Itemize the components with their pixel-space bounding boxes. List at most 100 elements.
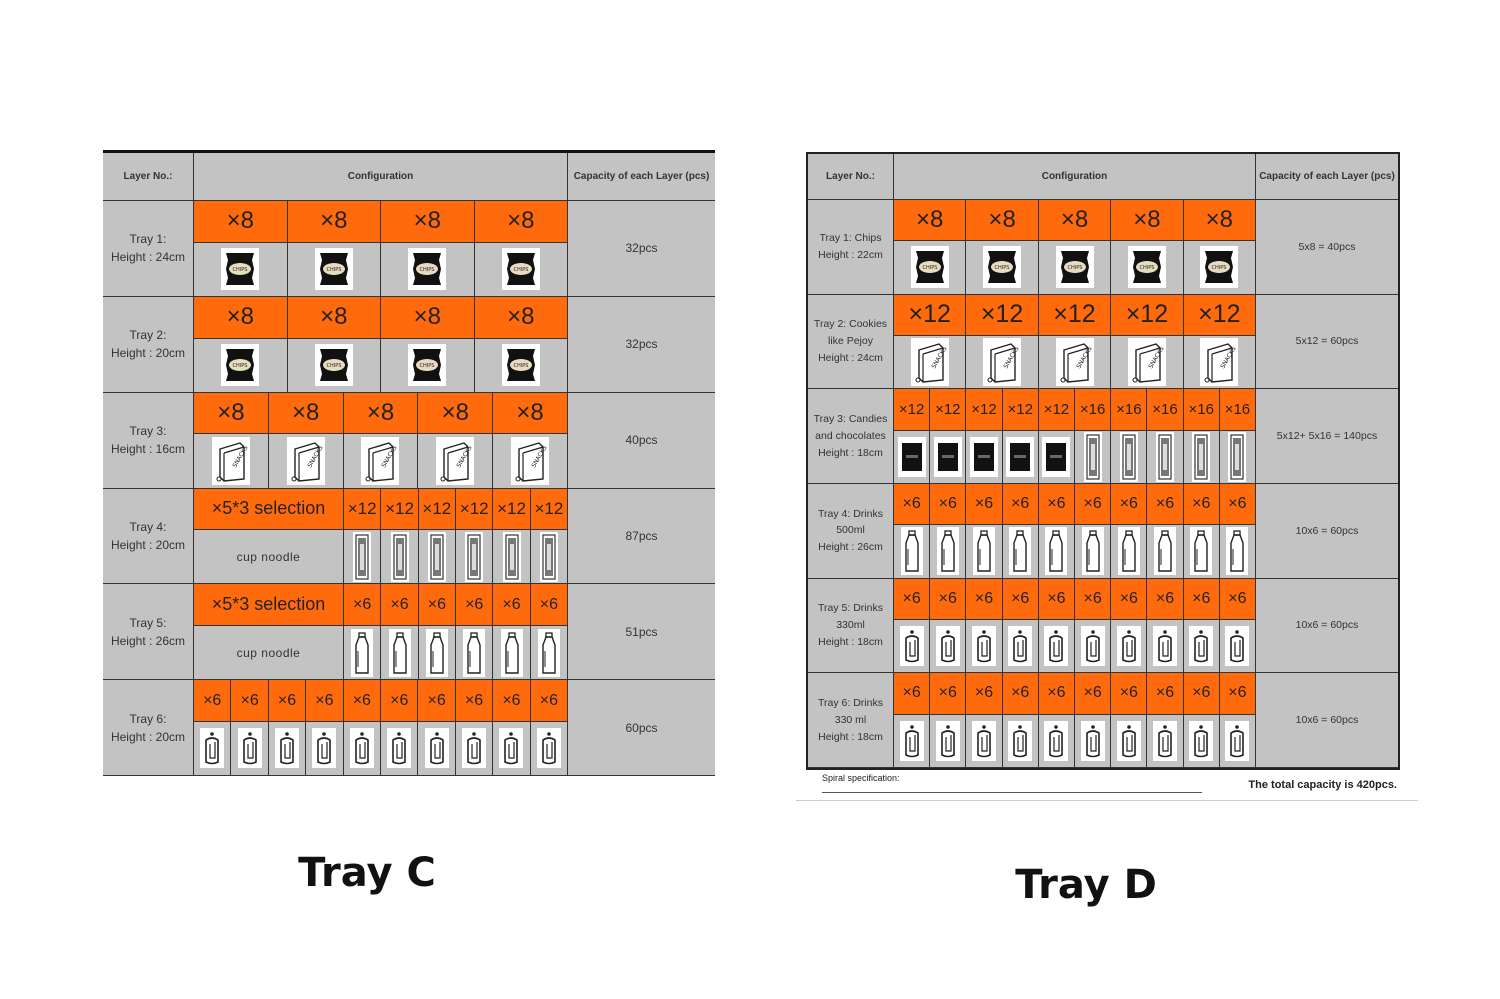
layer-capacity: 87pcs [568, 489, 715, 585]
slot-count: ×8 [268, 392, 343, 435]
slot-count: ×6 [418, 680, 455, 722]
slot: ×12 [530, 488, 568, 584]
can-icon [1008, 720, 1033, 761]
slot: ×6 [1147, 578, 1184, 673]
chips-icon: CHIPS [1200, 246, 1239, 289]
slot: ×6 [306, 680, 344, 775]
svg-text:CHIPS: CHIPS [420, 267, 435, 273]
slot-count: ×6 [930, 673, 966, 715]
slot-image [1075, 431, 1110, 483]
slot-count: ×6 [455, 680, 493, 722]
slot-image [1039, 525, 1074, 577]
slot-count: ×6 [1002, 578, 1038, 620]
slot-count: ×6 [456, 584, 493, 627]
slot-image [231, 722, 267, 775]
slot: ×6 [1002, 483, 1039, 578]
slot-count: ×8 [474, 201, 567, 243]
slot-count: ×12 [1038, 294, 1111, 336]
slot-count: ×16 [1147, 389, 1183, 431]
cup-noodle-label: cup noodle [236, 549, 301, 564]
slot: ×12 [493, 488, 531, 584]
slot-image [1184, 525, 1219, 577]
slot-image: SNACKS [894, 336, 965, 388]
can-icon [1225, 626, 1250, 667]
slot: ×6 [493, 680, 531, 775]
slot: ×6 [1111, 483, 1148, 578]
layer-no-header: Layer No.: [808, 154, 894, 200]
slot: ×6 [1075, 578, 1112, 673]
can-icon [899, 626, 924, 667]
layer-label: Tray 1: Chips Height : 22cm [808, 200, 894, 295]
slot: ×6 [455, 680, 494, 775]
spiral-specification-line [822, 792, 1202, 793]
slot: ×6 [456, 584, 494, 680]
slot-image [894, 620, 929, 672]
svg-text:CHIPS: CHIPS [922, 265, 937, 271]
tray-c-caption: Tray C [298, 850, 436, 896]
bottle-icon [1154, 527, 1177, 576]
svg-text:CHIPS: CHIPS [326, 267, 341, 273]
bottle-icon [973, 527, 995, 576]
slot-count: ×6 [268, 680, 306, 722]
slot-count: ×8 [1038, 200, 1111, 242]
slot-image [930, 715, 965, 767]
slot: ×6 [231, 680, 269, 775]
slot-count: ×5*3 selection [194, 584, 343, 627]
slot-image [194, 722, 230, 775]
slot-image [1039, 715, 1074, 767]
candy-icon [897, 436, 926, 477]
choco-bar-icon [539, 531, 558, 582]
capacity-header: Capacity of each Layer (pcs) [568, 153, 715, 201]
snack-box-icon: SNACKS [361, 436, 400, 485]
slot: ×6 [418, 680, 456, 775]
layer-capacity: 60pcs [568, 680, 715, 776]
snack-box-icon: SNACKS [1127, 338, 1166, 387]
slot: ×6 [966, 673, 1003, 767]
snack-box-icon: SNACKS [211, 436, 250, 485]
slot-count: ×12 [1002, 389, 1038, 431]
slot-image: SNACKS [418, 434, 492, 487]
candy-icon [933, 436, 962, 477]
slot: ×16 [1147, 389, 1184, 483]
slot: ×6 [1075, 673, 1112, 767]
slot-image [1147, 431, 1182, 483]
slot: ×16 [1111, 389, 1148, 483]
slot-image [1220, 525, 1255, 577]
chips-icon: CHIPS [221, 344, 260, 387]
slot-count: ×6 [1075, 483, 1111, 526]
slot-image [894, 431, 929, 483]
slot-count: ×6 [381, 680, 418, 722]
can-icon [1080, 720, 1105, 761]
slot: ×6 [1219, 483, 1256, 578]
slot-count: ×6 [966, 578, 1002, 620]
slot-image [419, 530, 455, 583]
snack-box-icon: SNACKS [1055, 338, 1094, 387]
snack-box-icon: SNACKS [910, 338, 949, 387]
svg-text:CHIPS: CHIPS [1067, 265, 1082, 271]
slot-image [493, 530, 529, 583]
slot-image: SNACKS [1039, 336, 1110, 388]
slot-image [1003, 525, 1038, 577]
slot-count: ×6 [1147, 483, 1183, 526]
slot-count: ×6 [1111, 673, 1147, 715]
slot-count: ×8 [343, 392, 418, 435]
slot: ×6 [493, 584, 531, 680]
slot-count: ×12 [930, 389, 966, 431]
can-icon [1044, 626, 1069, 667]
chips-icon: CHIPS [1055, 246, 1094, 289]
slot-count: ×5*3 selection [194, 488, 343, 531]
slot-count: ×6 [930, 578, 966, 620]
slot-count: ×12 [894, 389, 930, 431]
slot-count: ×8 [1183, 200, 1256, 242]
can-icon [462, 728, 487, 769]
slot-image: SNACKS [1184, 336, 1255, 388]
can-icon [1225, 720, 1250, 761]
slot: ×12 [894, 389, 931, 483]
